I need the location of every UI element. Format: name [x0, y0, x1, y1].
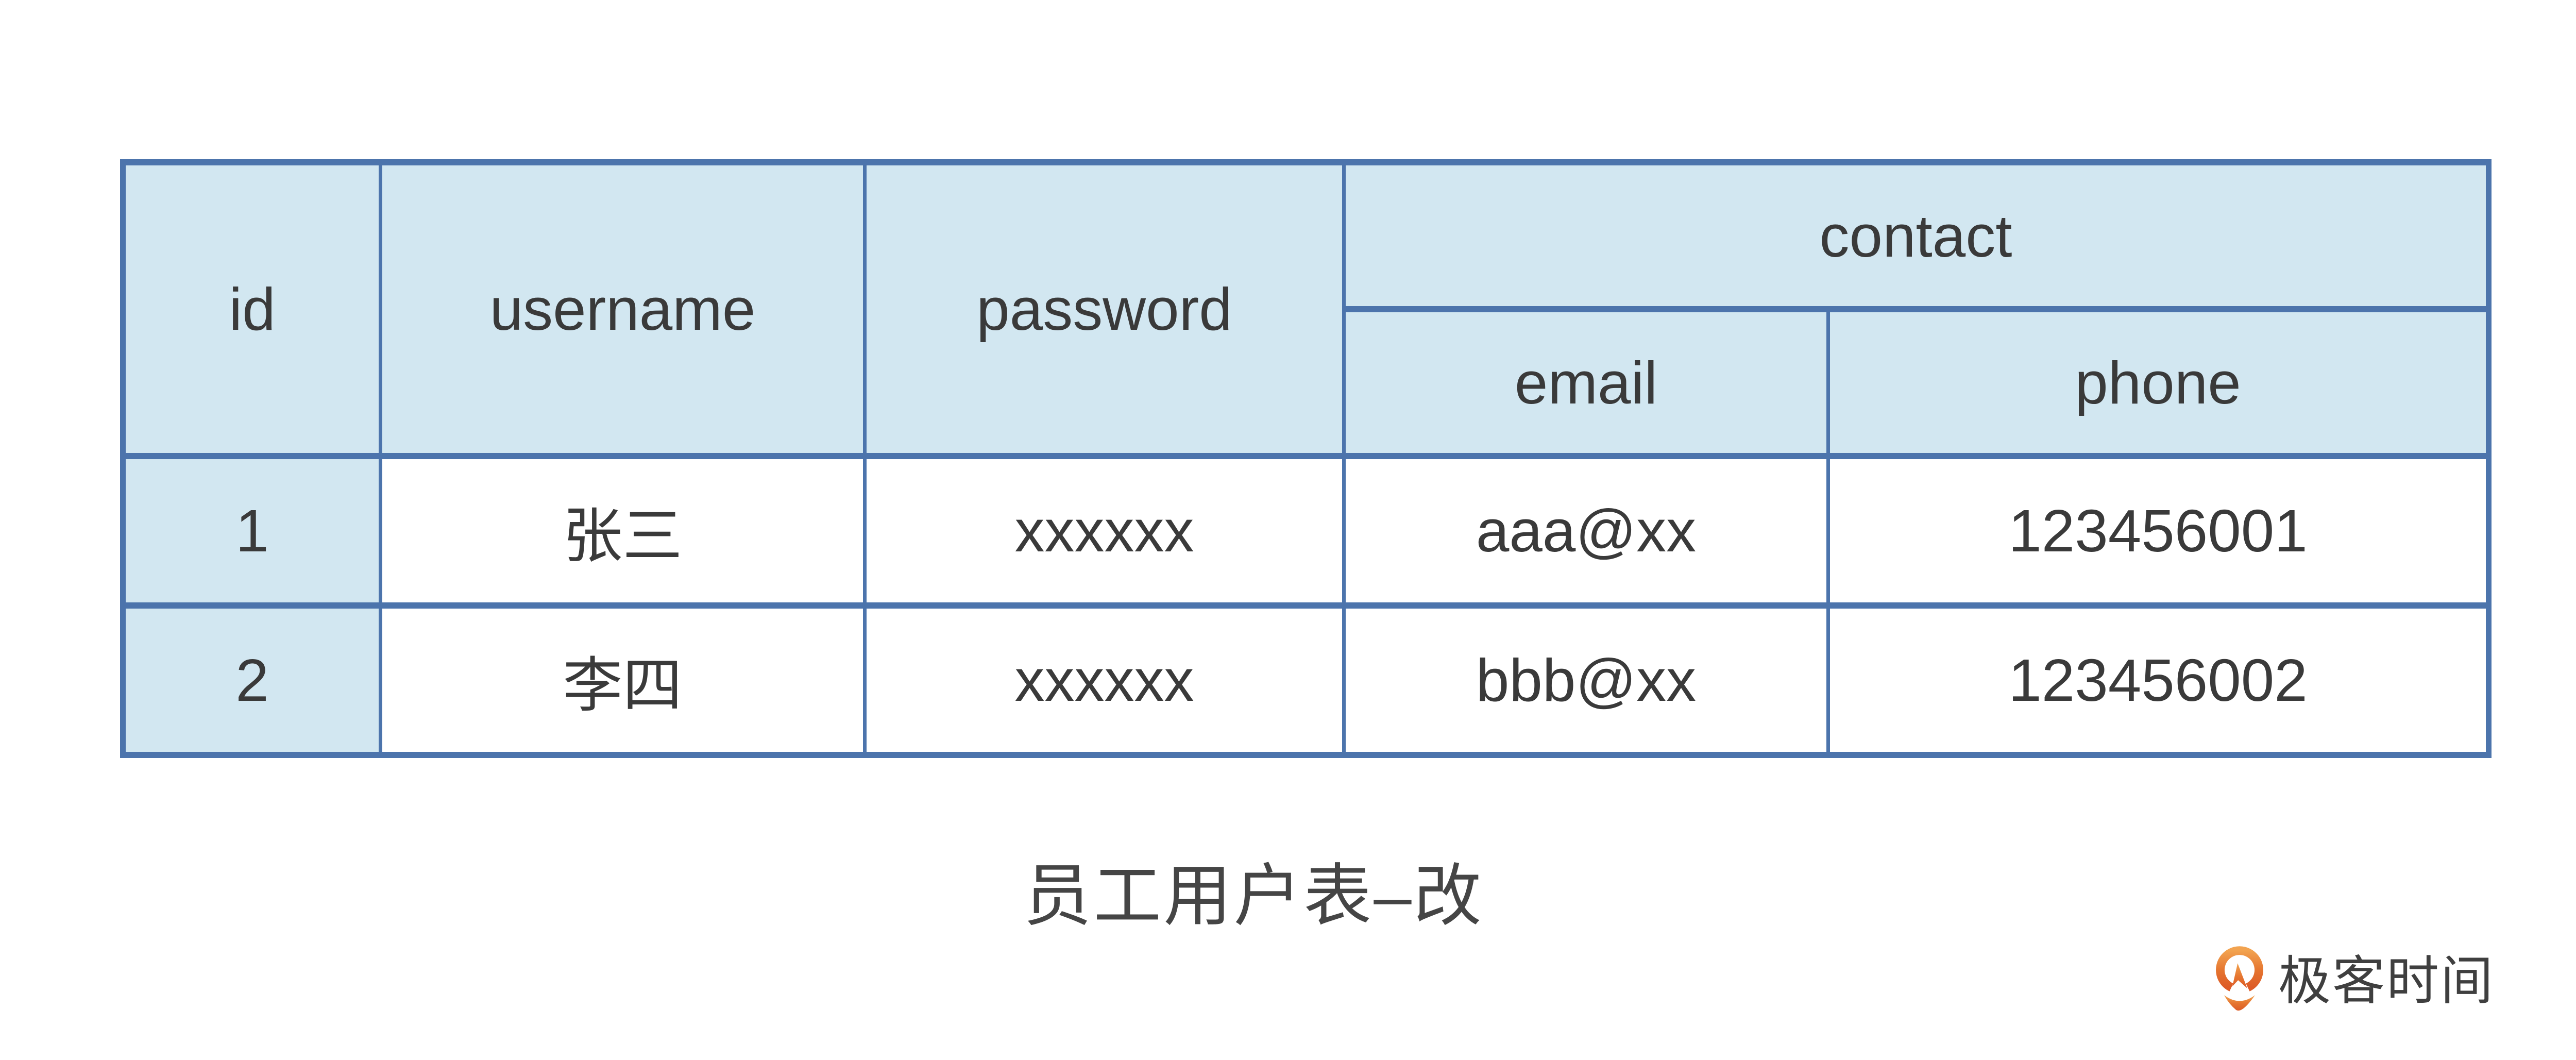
header-row-top: id username password contact [121, 159, 2490, 459]
cell-row1-phone: 123456001 [1826, 453, 2490, 609]
column-header-contact: contact [1342, 159, 2490, 312]
cell-row2-password: xxxxxx [863, 602, 1346, 758]
table-row: 1 张三 xxxxxx aaa@xx 123456001 [121, 453, 2490, 609]
brand-logo: 极客时间 [2210, 939, 2495, 1015]
brand-name: 极客时间 [2278, 952, 2495, 1011]
cell-row1-password: xxxxxx [863, 453, 1346, 609]
table-row: 2 李四 xxxxxx bbb@xx 123456002 [121, 602, 2490, 758]
column-header-email: email [1342, 306, 1830, 459]
employee-user-table: id username password contact email phone… [120, 159, 2492, 758]
column-header-username: username [379, 159, 867, 459]
cell-row1-username: 张三 [379, 453, 867, 609]
cell-row1-id: 1 [121, 453, 382, 609]
table-caption: 员工用户表–改 [1023, 858, 1484, 934]
geektime-logo-icon [2216, 946, 2263, 1011]
cell-row2-username: 李四 [379, 602, 867, 758]
cell-row2-email: bbb@xx [1342, 602, 1830, 758]
schema-table: id username password contact email phone… [120, 159, 2492, 758]
header-row-sub: email phone [123, 306, 2490, 459]
cell-row2-phone: 123456002 [1826, 602, 2490, 758]
column-header-id: id [121, 159, 382, 459]
column-header-password: password [863, 159, 1346, 459]
cell-row2-id: 2 [121, 602, 382, 758]
column-header-phone: phone [1826, 306, 2490, 459]
cell-row1-email: aaa@xx [1342, 453, 1830, 609]
